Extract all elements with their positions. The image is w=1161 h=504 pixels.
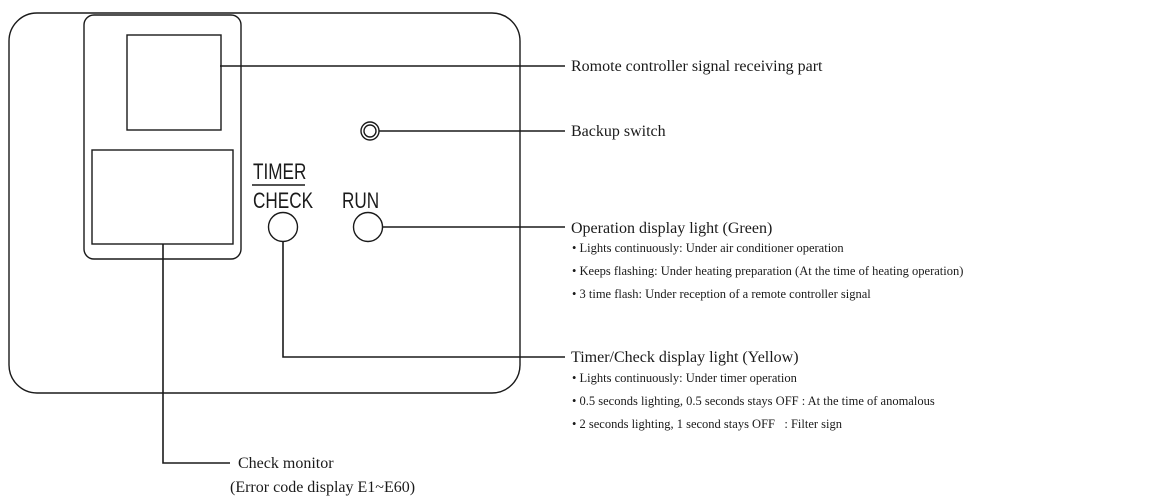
operation-display-light (352, 211, 384, 243)
timer-label: TIMER (253, 160, 306, 185)
backup-callout-title: Backup switch (571, 123, 666, 140)
check-monitor-window (91, 149, 234, 245)
display-panel-outline (8, 12, 521, 394)
timer-check-leader-line (282, 241, 565, 358)
timer-check-display-light (267, 211, 299, 243)
timer-check-note: • 0.5 seconds lighting, 0.5 seconds stay… (572, 394, 935, 408)
run-label: RUN (342, 189, 379, 214)
remote-signal-receiver (126, 34, 222, 131)
check-monitor-callout-subtitle: (Error code display E1~E60) (230, 479, 415, 496)
check-monitor-leader-line (162, 244, 230, 464)
inner-module-frame (83, 14, 242, 260)
timer-check-note: • 2 seconds lighting, 1 second stays OFF… (572, 417, 843, 431)
operation-note: • Keeps flashing: Under heating preparat… (572, 264, 963, 278)
check-monitor-callout-title: Check monitor (238, 455, 334, 472)
operation-note: • 3 time flash: Under reception of a rem… (572, 287, 871, 301)
timer-check-note: • Lights continuously: Under timer opera… (572, 371, 798, 385)
backup-switch-inner (363, 124, 377, 138)
check-label: CHECK (253, 189, 313, 214)
timer-check-callout-title: Timer/Check display light (Yellow) (571, 349, 799, 366)
operation-callout-title: Operation display light (Green) (571, 220, 772, 237)
operation-note: • Lights continuously: Under air conditi… (572, 241, 844, 255)
receiver-callout-title: Romote controller signal receiving part (571, 58, 823, 75)
